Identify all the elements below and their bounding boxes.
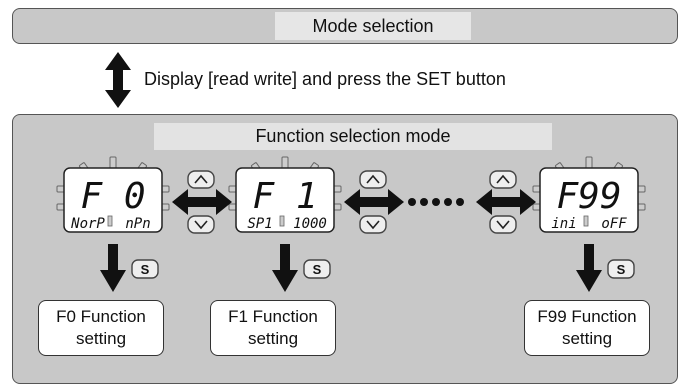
down-arrow-key-icon <box>187 215 215 234</box>
instruction-text: Display [read write] and press the SET b… <box>144 69 506 89</box>
dots-ellipsis-icon <box>408 198 464 206</box>
f0-setting-line1: F0 Function <box>56 307 146 326</box>
mode-selection-label: Mode selection <box>275 12 471 40</box>
double-horizontal-arrow-icon <box>344 189 404 215</box>
up-arrow-key-icon <box>489 170 517 189</box>
double-vertical-arrow-icon <box>105 52 131 108</box>
display-f1: F 1 SP1 1000 <box>228 156 342 233</box>
f99-setting-line1: F99 Function <box>537 307 637 326</box>
display-f0: F 0 NorP nPn <box>56 156 170 233</box>
double-horizontal-arrow-icon <box>172 189 232 215</box>
display-f99-main: F99 <box>556 176 621 217</box>
down-arrow-icon <box>272 244 298 292</box>
up-arrow-key-icon <box>359 170 387 189</box>
function-flow-diagram: F 0 NorP nPn F 1 SP1 1000 F99 ini oFF <box>56 156 646 292</box>
display-f0-main: F 0 <box>80 176 145 217</box>
double-horizontal-arrow-icon <box>476 189 536 215</box>
display-f0-sub-left: NorP <box>70 216 105 232</box>
set-key-icon: S <box>303 259 331 279</box>
down-arrow-icon <box>576 244 602 292</box>
down-arrow-key-icon <box>359 215 387 234</box>
display-f99: F99 ini oFF <box>532 156 646 233</box>
display-f1-main: F 1 <box>252 176 317 217</box>
set-key-icon: S <box>607 259 635 279</box>
f1-setting-line2: setting <box>247 329 299 348</box>
f99-setting-line2: setting <box>561 329 613 348</box>
function-selection-label: Function selection mode <box>154 123 552 150</box>
set-key-icon: S <box>131 259 159 279</box>
set-key-label: S <box>617 262 626 277</box>
up-arrow-key-icon <box>187 170 215 189</box>
down-arrow-icon <box>100 244 126 292</box>
set-key-label: S <box>141 262 150 277</box>
f1-function-setting-box: F1 Function setting <box>210 300 336 356</box>
mode-selection-bar: Mode selection <box>12 8 678 44</box>
display-f1-sub-left: SP1 <box>247 216 272 232</box>
display-f99-sub-right: oFF <box>601 216 627 232</box>
f0-function-setting-box: F0 Function setting <box>38 300 164 356</box>
display-f0-sub-right: nPn <box>125 216 150 232</box>
down-arrow-key-icon <box>489 215 517 234</box>
f99-function-setting-box: F99 Function setting <box>524 300 650 356</box>
display-f1-sub-right: 1000 <box>293 216 327 232</box>
display-f99-sub-left: ini <box>551 216 576 232</box>
f1-setting-line1: F1 Function <box>228 307 318 326</box>
f0-setting-line2: setting <box>75 329 127 348</box>
set-key-label: S <box>313 262 322 277</box>
